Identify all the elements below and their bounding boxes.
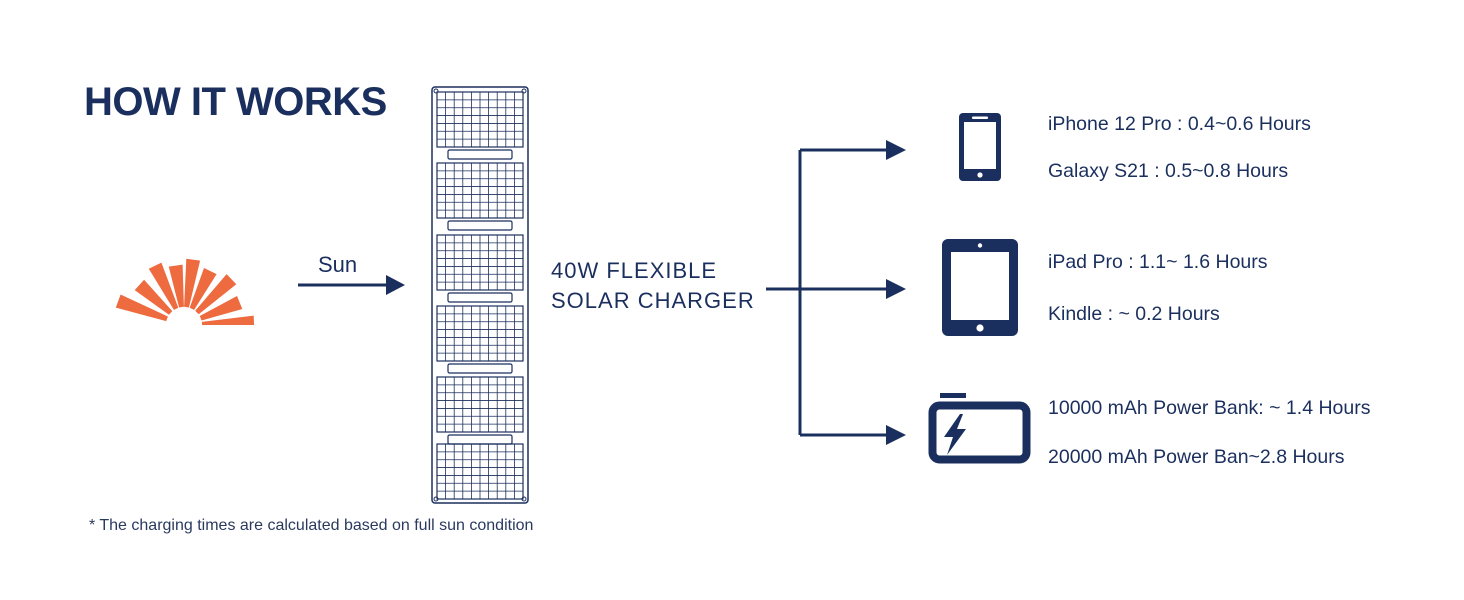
product-label: 40W FLEXIBLE SOLAR CHARGER	[551, 256, 755, 316]
device-text-tablet-1: iPad Pro : 1.1~ 1.6 Hours	[1048, 251, 1268, 273]
product-label-line2: SOLAR CHARGER	[551, 288, 755, 313]
device-text-phone-2: Galaxy S21 : 0.5~0.8 Hours	[1048, 160, 1289, 182]
panel-grommet	[433, 496, 439, 502]
panel-cell	[436, 234, 524, 291]
panel-cell	[436, 443, 524, 500]
panel-grommet	[521, 88, 527, 94]
sun-ray	[148, 262, 179, 310]
sun-ray	[115, 294, 168, 322]
panel-strap	[447, 434, 513, 445]
panel-cell	[436, 305, 524, 362]
sun-label: Sun	[318, 252, 358, 277]
panel-strap	[447, 149, 513, 160]
device-text-battery-1: 10000 mAh Power Bank: ~ 1.4 Hours	[1048, 397, 1371, 419]
panel-strap	[447, 220, 513, 231]
product-label-line1: 40W FLEXIBLE	[551, 258, 718, 283]
device-text-phone-1: iPhone 12 Pro : 0.4~0.6 Hours	[1048, 113, 1311, 135]
page-title: HOW IT WORKS	[84, 80, 387, 124]
panel-cell	[436, 376, 524, 433]
sun-ray	[168, 264, 184, 308]
device-text-battery-2: 20000 mAh Power Ban~2.8 Hours	[1048, 446, 1345, 468]
sun-ray	[199, 296, 243, 321]
sun-base-mask	[100, 325, 270, 365]
device-text-tablet-2: Kindle : ~ 0.2 Hours	[1048, 303, 1220, 325]
sun-ray	[201, 315, 255, 330]
sun-ray	[184, 258, 201, 308]
panel-grommet	[521, 496, 527, 502]
panel-strap	[447, 363, 513, 374]
panel-cell	[436, 91, 524, 148]
panel-strap	[447, 292, 513, 303]
panel-grommet	[433, 88, 439, 94]
footnote: * The charging times are calculated base…	[89, 517, 534, 534]
sun-ray	[134, 279, 173, 315]
sun-ray	[189, 268, 217, 310]
sun-ray	[195, 274, 237, 315]
panel-frame	[431, 86, 529, 504]
panel-cell	[436, 162, 524, 219]
